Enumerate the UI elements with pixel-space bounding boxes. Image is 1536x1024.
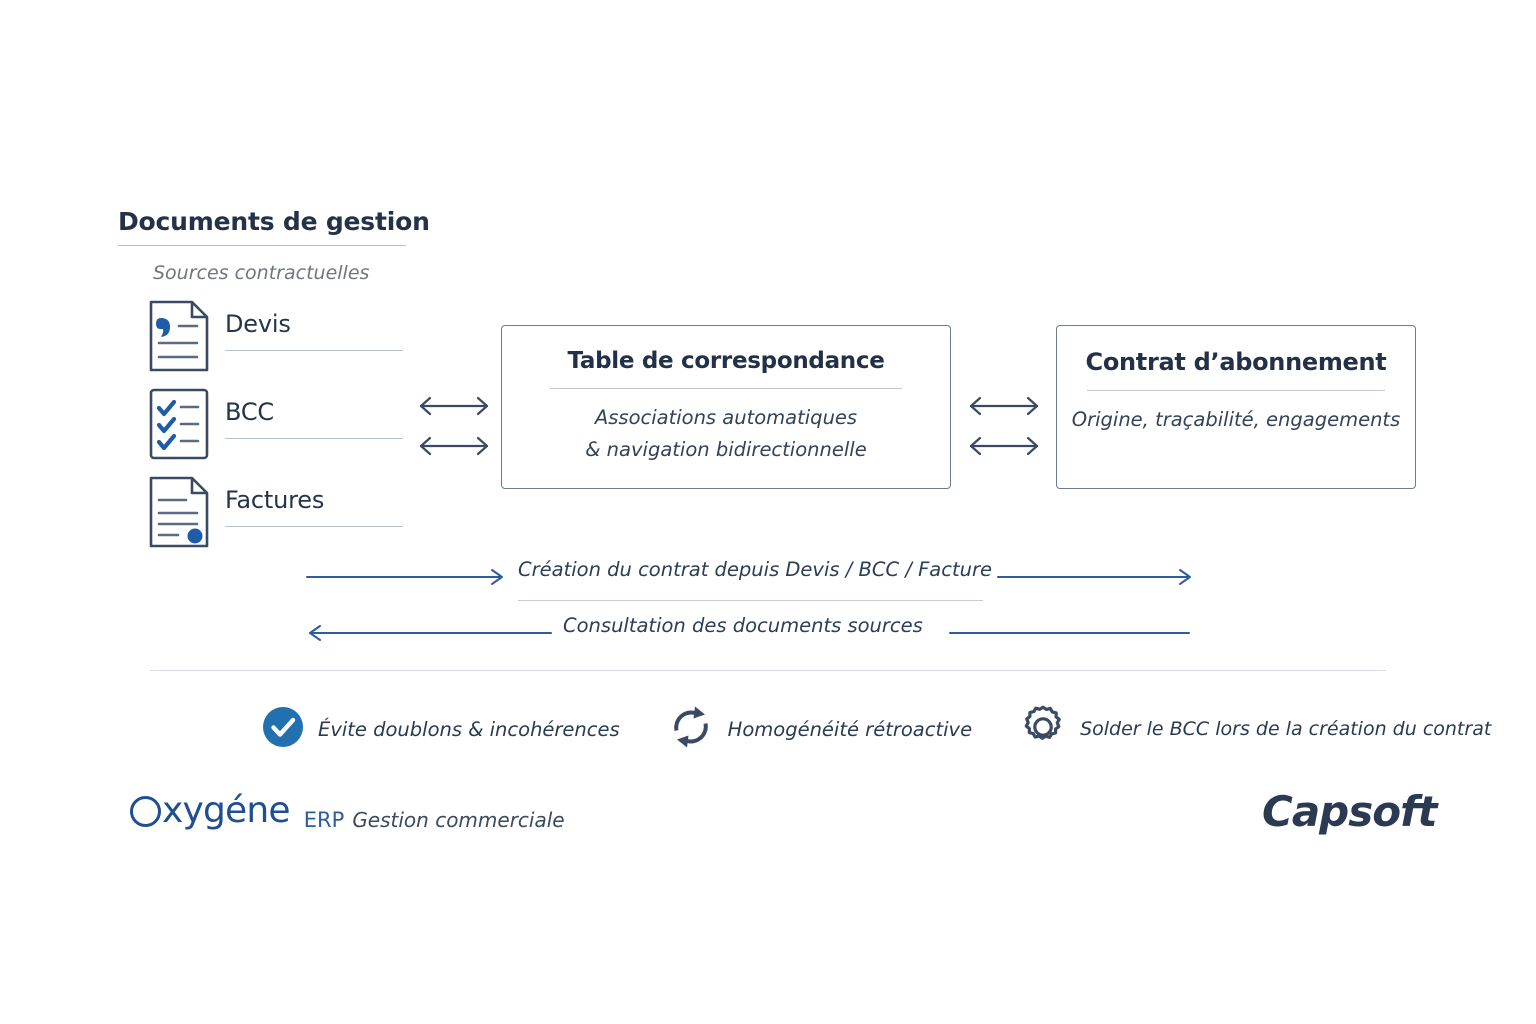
source-label: Factures (225, 486, 325, 514)
feature-label: Homogénéité rétroactive (727, 717, 973, 741)
flow-label: Création du contrat depuis Devis / BCC /… (518, 558, 992, 581)
source-underline (225, 438, 403, 439)
box-contrat-abonnement[interactable]: Contrat d’abonnement Origine, traçabilit… (1056, 325, 1416, 489)
source-item-factures[interactable]: Factures (148, 476, 418, 564)
capsoft-logo[interactable]: Capsoft (1262, 787, 1437, 836)
title-underline (118, 244, 406, 246)
document-checklist-icon (148, 388, 210, 460)
source-item-bcc[interactable]: BCC (148, 388, 418, 476)
sources-list: Devis BCC (148, 300, 418, 564)
feature-item-homogeneite-retroactive[interactable]: Homogénéité rétroactive (668, 704, 972, 754)
flow-consultation-des-documents-sources: Consultation des documents sources (305, 615, 1195, 649)
flow-label: Consultation des documents sources (563, 614, 923, 637)
flow-creation-du-contrat: Création du contrat depuis Devis / BCC /… (305, 559, 1195, 593)
box-subtitle-line-1: Associations automatiques (594, 406, 858, 429)
page-title: Documents de gestion (118, 207, 430, 236)
bidirectional-arrows-right (962, 389, 1046, 477)
feature-item-solder-le-bcc[interactable]: Solder le BCC lors de la création du con… (1020, 704, 1491, 754)
box-subtitle: Associations automatiques & navigation b… (502, 402, 950, 465)
header-block: Documents de gestion Sources contractuel… (118, 208, 538, 284)
footer-tagline: Gestion commerciale (352, 807, 565, 832)
gear-icon (1020, 704, 1066, 754)
box-table-de-correspondance[interactable]: Table de correspondance Associations aut… (501, 325, 951, 489)
box-subtitle: Origine, traçabilité, engagements (1057, 404, 1415, 436)
feature-label: Évite doublons & incohérences (318, 717, 620, 741)
oxygene-logo[interactable]: xygéne ERP Gestion commerciale (130, 793, 565, 832)
flow-arrow-right (306, 569, 1191, 585)
features-row: Évite doublons & incohérences Homogénéit… (150, 698, 1491, 760)
refresh-cycle-icon (668, 704, 714, 754)
source-label: BCC (225, 398, 274, 426)
page-subtitle: Sources contractuelles (153, 261, 370, 284)
source-label: Devis (225, 310, 291, 338)
box-divider (1087, 390, 1385, 391)
flow-label-underline (518, 600, 983, 601)
box-title: Contrat d’abonnement (1085, 348, 1387, 376)
box-divider (550, 388, 902, 389)
features-divider (150, 670, 1386, 671)
document-invoice-icon (148, 476, 210, 548)
oxygene-wordmark: xygéne (130, 790, 291, 831)
source-underline (225, 526, 403, 527)
box-title: Table de correspondance (567, 348, 885, 374)
check-circle-icon (262, 706, 304, 752)
box-subtitle-line-1: Origine, traçabilité, engagements (1071, 408, 1401, 431)
source-item-devis[interactable]: Devis (148, 300, 418, 388)
bidirectional-arrows-left (412, 389, 496, 477)
source-underline (225, 350, 403, 351)
feature-label: Solder le BCC lors de la création du con… (1080, 718, 1492, 740)
box-subtitle-line-2: & navigation bidirectionnelle (585, 437, 867, 461)
footer-erp-label: ERP (303, 807, 345, 832)
oxygene-text: xygéne (162, 790, 291, 831)
oxygene-o-ring-icon (130, 795, 161, 827)
feature-item-evite-doublons[interactable]: Évite doublons & incohérences (262, 706, 620, 752)
flow-arrow-left (309, 625, 1190, 641)
document-quote-icon (148, 300, 210, 372)
